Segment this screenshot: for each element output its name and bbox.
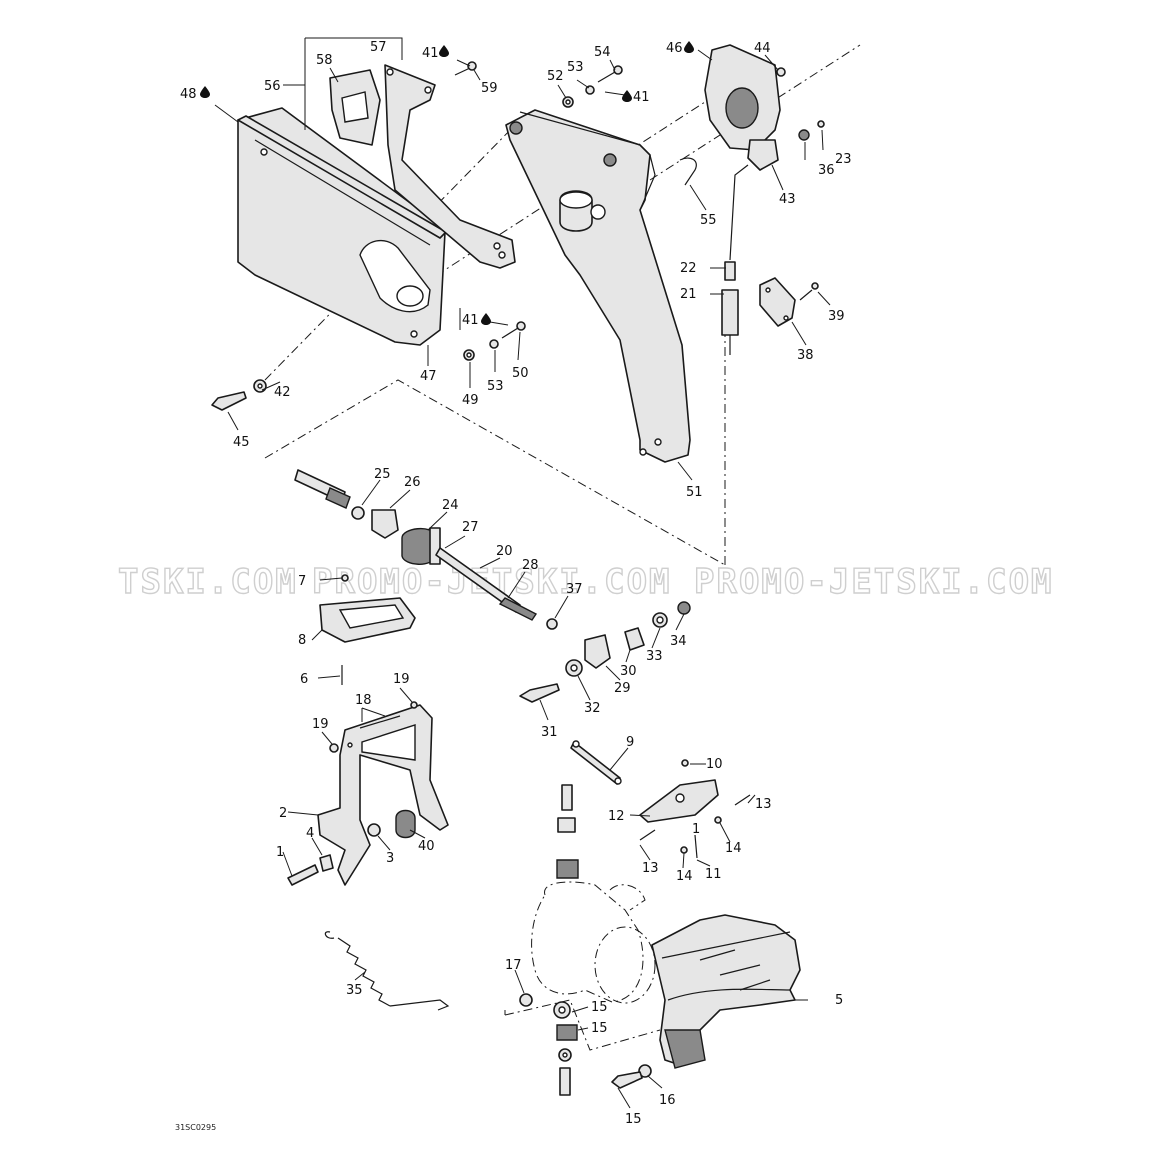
jet-nozzle-outline [531, 881, 656, 1004]
watermark: TSKI.COM PROMO-JETSKI.COM PROMO-JETSKI.C… [117, 561, 1054, 602]
callout-15: 15 [591, 1021, 608, 1036]
callout-15: 15 [591, 1000, 608, 1015]
callout-44: 44 [754, 41, 771, 56]
callout-31: 31 [541, 725, 558, 740]
callout-4: 4 [306, 826, 314, 841]
callout-8: 8 [298, 633, 306, 648]
callout-45: 45 [233, 435, 250, 450]
callout-19: 19 [393, 672, 410, 687]
lower-bracket-frame [317, 701, 449, 886]
handle-bracket [329, 64, 516, 269]
callout-54: 54 [594, 45, 611, 60]
callout-41: 41 [462, 313, 479, 328]
callout-numbers: 48 56 58 57 41 59 54 53 52 41 46 44 23 3… [180, 40, 852, 1127]
mounting-bracket [319, 574, 416, 685]
callout-37: 37 [566, 582, 583, 597]
callout-14: 14 [725, 841, 742, 856]
callout-59: 59 [481, 81, 498, 96]
callout-9: 9 [626, 735, 634, 750]
steering-nozzle [611, 914, 801, 1089]
main-support-arm [505, 109, 691, 463]
callout-23: 23 [835, 152, 852, 167]
callout-46: 46 [666, 41, 683, 56]
leader-lines [214, 37, 831, 1109]
top-fasteners [211, 61, 623, 411]
callout-57: 57 [370, 40, 387, 55]
shaft-assembly [294, 469, 538, 621]
callout-56: 56 [264, 79, 281, 94]
callout-36: 36 [818, 163, 835, 178]
callout-34: 34 [670, 634, 687, 649]
callout-25: 25 [374, 467, 391, 482]
callout-18: 18 [355, 693, 372, 708]
callout-53: 53 [567, 60, 584, 75]
oil-drop-icon [684, 41, 694, 53]
callout-29: 29 [614, 681, 631, 696]
center-bolt-stack [556, 784, 579, 1096]
callout-20: 20 [496, 544, 513, 559]
throttle-cable-assembly [679, 44, 825, 355]
callout-48: 48 [180, 87, 197, 102]
watermark-left: TSKI.COM [118, 562, 298, 602]
callout-50: 50 [512, 366, 529, 381]
cover-plate-small [759, 277, 819, 327]
oil-drop-icon [200, 86, 210, 98]
callout-42: 42 [274, 385, 291, 400]
callout-19: 19 [312, 717, 329, 732]
callout-41: 41 [633, 90, 650, 105]
callout-13: 13 [642, 861, 659, 876]
callout-1: 1 [692, 822, 700, 837]
lower-left-fasteners [287, 809, 416, 886]
callout-39: 39 [828, 309, 845, 324]
callout-47: 47 [420, 369, 437, 384]
callout-38: 38 [797, 348, 814, 363]
callout-7: 7 [298, 574, 306, 589]
callout-55: 55 [700, 213, 717, 228]
callout-22: 22 [680, 261, 697, 276]
callout-32: 32 [584, 701, 601, 716]
callout-14: 14 [676, 869, 693, 884]
callout-6: 6 [300, 672, 308, 687]
callout-28: 28 [522, 558, 539, 573]
callout-24: 24 [442, 498, 459, 513]
callout-13: 13 [755, 797, 772, 812]
callout-49: 49 [462, 393, 479, 408]
callout-27: 27 [462, 520, 479, 535]
callout-33: 33 [646, 649, 663, 664]
watermark-right: PROMO-JETSKI.COM [694, 562, 1054, 602]
callout-10: 10 [706, 757, 723, 772]
callout-17: 17 [505, 958, 522, 973]
actuator-plate [639, 759, 751, 859]
callout-26: 26 [404, 475, 421, 490]
callout-40: 40 [418, 839, 435, 854]
callout-41: 41 [422, 46, 439, 61]
watermark-middle: PROMO-JETSKI.COM [312, 562, 672, 602]
callout-58: 58 [316, 53, 333, 68]
return-spring [324, 931, 450, 1011]
callout-43: 43 [779, 192, 796, 207]
oil-drop-icon [439, 45, 449, 57]
callout-51: 51 [686, 485, 703, 500]
callout-21: 21 [680, 287, 697, 302]
callout-52: 52 [547, 69, 564, 84]
pivot-rod-end [519, 601, 691, 703]
drawing-code: 31SC0295 [175, 1123, 216, 1132]
link-rod [570, 740, 622, 785]
oil-drop-icon [481, 313, 491, 325]
callout-35: 35 [346, 983, 363, 998]
side-cover-plate [237, 107, 447, 346]
callout-11: 11 [705, 867, 722, 882]
callout-2: 2 [279, 806, 287, 821]
callout-53: 53 [487, 379, 504, 394]
callout-15: 15 [625, 1112, 642, 1127]
callout-1: 1 [276, 845, 284, 860]
callout-16: 16 [659, 1093, 676, 1108]
callout-12: 12 [608, 809, 625, 824]
oil-drop-icon [622, 90, 632, 102]
misc-small-parts [519, 993, 571, 1019]
callout-3: 3 [386, 851, 394, 866]
callout-5: 5 [835, 993, 843, 1008]
callout-30: 30 [620, 664, 637, 679]
